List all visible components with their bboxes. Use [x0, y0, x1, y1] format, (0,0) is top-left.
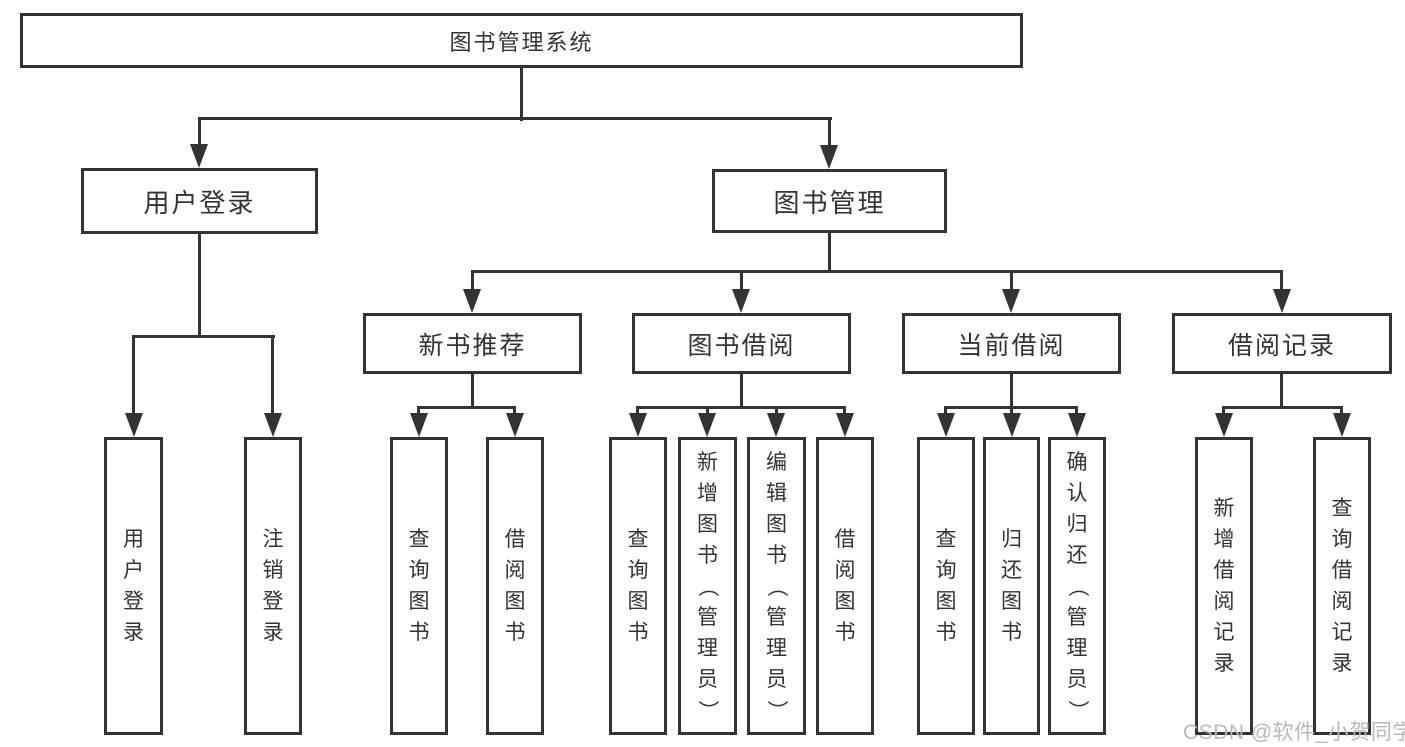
node-label: 图书管理	[773, 187, 886, 218]
arrowhead	[125, 413, 143, 437]
node-label: 当前借阅	[957, 331, 1066, 360]
arrowhead	[820, 145, 838, 169]
leaf-query-books-borrowing: 查询图书	[609, 437, 667, 735]
node-library-management-system: 图书管理系统	[20, 13, 1023, 68]
leaf-query-borrow-record: 查询借阅记录	[1313, 437, 1371, 735]
node-label: 图书管理系统	[449, 29, 594, 55]
line-segment	[1280, 270, 1283, 292]
line-segment	[1010, 406, 1013, 416]
line-segment	[636, 406, 639, 416]
leaf-query-books-current: 查询图书	[917, 437, 975, 735]
line-segment	[133, 335, 275, 338]
node-label: 图书借阅	[687, 331, 796, 360]
arrowhead	[506, 413, 524, 437]
leaf-borrow-books-recommend: 借阅图书	[486, 437, 544, 735]
line-segment	[198, 117, 832, 120]
node-label: 借阅图书	[834, 528, 856, 644]
node-label: 归还图书	[1001, 528, 1022, 644]
node-label: 借阅记录	[1227, 331, 1336, 360]
line-segment	[1075, 406, 1078, 416]
arrowhead	[1002, 289, 1020, 313]
arrowhead	[937, 413, 955, 437]
arrowhead	[1003, 413, 1021, 437]
arrowhead	[1215, 413, 1233, 437]
line-segment	[944, 406, 947, 416]
arrowhead	[190, 144, 208, 168]
leaf-logout-login: 注销登录	[244, 437, 302, 735]
arrowhead	[836, 413, 854, 437]
arrowhead	[1068, 413, 1086, 437]
node-label: 用户登录	[123, 528, 144, 644]
line-segment	[132, 335, 135, 417]
line-segment	[198, 234, 201, 338]
line-segment	[417, 406, 420, 416]
line-segment	[843, 406, 846, 416]
node-user-login: 用户登录	[81, 168, 318, 234]
line-segment	[471, 374, 474, 409]
node-label: 借阅图书	[504, 528, 526, 644]
node-new-book-recommend: 新书推荐	[363, 313, 582, 374]
line-segment	[740, 374, 743, 409]
line-segment	[418, 406, 516, 409]
node-label: 新书推荐	[418, 331, 527, 360]
node-label: 查询借阅记录	[1331, 497, 1353, 675]
arrowhead	[264, 413, 282, 437]
leaf-add-borrow-record: 新增借阅记录	[1195, 437, 1253, 735]
node-label: 用户登录	[143, 187, 256, 218]
line-segment	[513, 406, 516, 416]
leaf-add-book-admin: 新增图书（管理员）	[678, 437, 737, 735]
line-segment	[1010, 270, 1013, 292]
line-segment	[471, 270, 1282, 273]
line-segment	[828, 233, 831, 273]
line-segment	[1340, 406, 1343, 416]
line-segment	[775, 406, 778, 416]
node-label: 注销登录	[262, 528, 284, 644]
leaf-return-book: 归还图书	[983, 437, 1040, 735]
node-label: 确认归还（管理员）	[1065, 450, 1089, 721]
arrowhead	[732, 289, 750, 313]
node-label: 查询图书	[935, 528, 957, 644]
leaf-user-login: 用户登录	[104, 437, 163, 735]
arrowhead	[698, 413, 716, 437]
leaf-edit-book-admin: 编辑图书（管理员）	[747, 437, 806, 735]
leaf-confirm-return-admin: 确认归还（管理员）	[1048, 437, 1106, 735]
arrowhead	[1273, 289, 1291, 313]
node-label: 查询图书	[627, 528, 649, 644]
line-segment	[706, 406, 709, 416]
line-segment	[520, 68, 523, 121]
node-current-borrowing: 当前借阅	[902, 313, 1121, 374]
line-segment	[271, 335, 274, 417]
line-segment	[471, 270, 474, 292]
line-segment	[828, 117, 831, 148]
node-book-management: 图书管理	[712, 169, 947, 233]
line-segment	[1222, 406, 1343, 409]
line-segment	[637, 406, 846, 409]
line-segment	[1222, 406, 1225, 416]
node-borrowing-records: 借阅记录	[1172, 313, 1392, 374]
node-book-borrowing: 图书借阅	[632, 313, 851, 374]
node-label: 新增图书（管理员）	[696, 450, 719, 721]
line-segment	[740, 270, 743, 292]
leaf-borrow-books-borrowing: 借阅图书	[816, 437, 874, 735]
leaf-query-books-recommend: 查询图书	[390, 437, 448, 735]
node-label: 新增借阅记录	[1213, 497, 1235, 675]
arrowhead	[463, 289, 481, 313]
arrowhead	[1333, 413, 1351, 437]
arrowhead	[629, 413, 647, 437]
line-segment	[1010, 374, 1013, 409]
arrowhead	[767, 413, 785, 437]
node-label: 查询图书	[408, 528, 430, 644]
arrowhead	[410, 413, 428, 437]
csdn-watermark: CSDN @软件_小贺同学	[1183, 721, 1405, 744]
line-segment	[198, 117, 201, 147]
line-segment	[1280, 374, 1283, 409]
node-label: 编辑图书（管理员）	[765, 450, 788, 721]
